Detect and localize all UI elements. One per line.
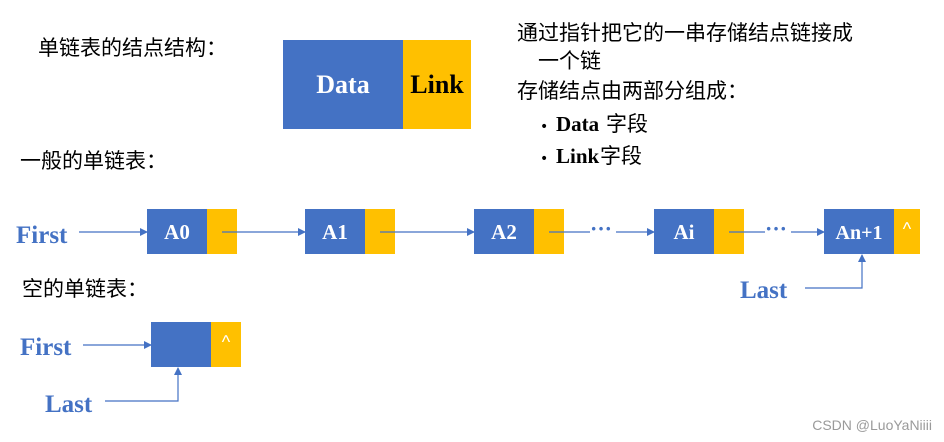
null-pointer-mark: ^ bbox=[222, 332, 231, 352]
empty-list-head-node: ^ bbox=[151, 322, 241, 367]
node-data-box bbox=[654, 209, 714, 254]
node-structure-box: Data Link bbox=[283, 40, 471, 129]
description-line-1: 通过指针把它的一串存储结点链接成 bbox=[517, 21, 853, 45]
node-data-box bbox=[147, 209, 207, 254]
bullet-2-mark: • bbox=[540, 151, 548, 167]
ellipsis-1: ··· bbox=[590, 216, 612, 241]
node-label: A0 bbox=[164, 220, 190, 244]
node-data-box bbox=[151, 322, 211, 367]
node-data-box bbox=[474, 209, 534, 254]
description: 通过指针把它的一串存储结点链接成 一个链 存储结点由两部分组成： • Data … bbox=[517, 21, 853, 168]
node-label: A1 bbox=[322, 220, 348, 244]
node-link-box bbox=[894, 209, 920, 254]
last-pointer-label: Last bbox=[740, 277, 788, 304]
last-pointer-arrow bbox=[805, 254, 866, 289]
watermark: CSDN @LuoYaNiiii bbox=[812, 417, 932, 433]
null-pointer-mark: ^ bbox=[903, 219, 912, 239]
heading-empty-list: 空的单链表： bbox=[22, 277, 148, 301]
node-label: A2 bbox=[491, 220, 517, 244]
list-node-an1: An+1 ^ bbox=[824, 209, 920, 254]
description-line-2: 一个链 bbox=[538, 49, 601, 73]
link-field-box bbox=[403, 40, 471, 129]
data-field-label: Data bbox=[316, 70, 369, 99]
bullet-1-mark: • bbox=[540, 119, 548, 135]
description-line-3: 存储结点由两部分组成： bbox=[517, 79, 748, 103]
node-data-box bbox=[824, 209, 894, 254]
empty-linked-list: First ^ Last bbox=[20, 322, 241, 418]
empty-last-pointer-arrow bbox=[105, 367, 182, 402]
node-link-box bbox=[211, 322, 241, 367]
heading-general-list: 一般的单链表： bbox=[20, 149, 167, 173]
empty-last-pointer-label: Last bbox=[45, 391, 93, 418]
link-field-label: Link bbox=[410, 70, 464, 99]
node-label: Ai bbox=[674, 220, 695, 244]
ellipsis-2: ··· bbox=[765, 216, 787, 241]
bullet-1-rest: 字段 bbox=[606, 112, 648, 136]
list-node-ai: Ai bbox=[654, 209, 744, 254]
empty-first-pointer-label: First bbox=[20, 334, 72, 361]
node-data-box bbox=[305, 209, 365, 254]
data-field-box bbox=[283, 40, 403, 129]
heading-node-structure: 单链表的结点结构： bbox=[38, 36, 227, 60]
bullet-2-rest: 字段 bbox=[600, 144, 642, 168]
bullet-2-bold: Link bbox=[556, 144, 600, 168]
general-linked-list: First A0 A1 A2 ··· Ai bbox=[16, 209, 920, 304]
node-label: An+1 bbox=[836, 222, 883, 244]
bullet-1-bold: Data bbox=[556, 112, 600, 136]
first-pointer-label: First bbox=[16, 222, 68, 249]
